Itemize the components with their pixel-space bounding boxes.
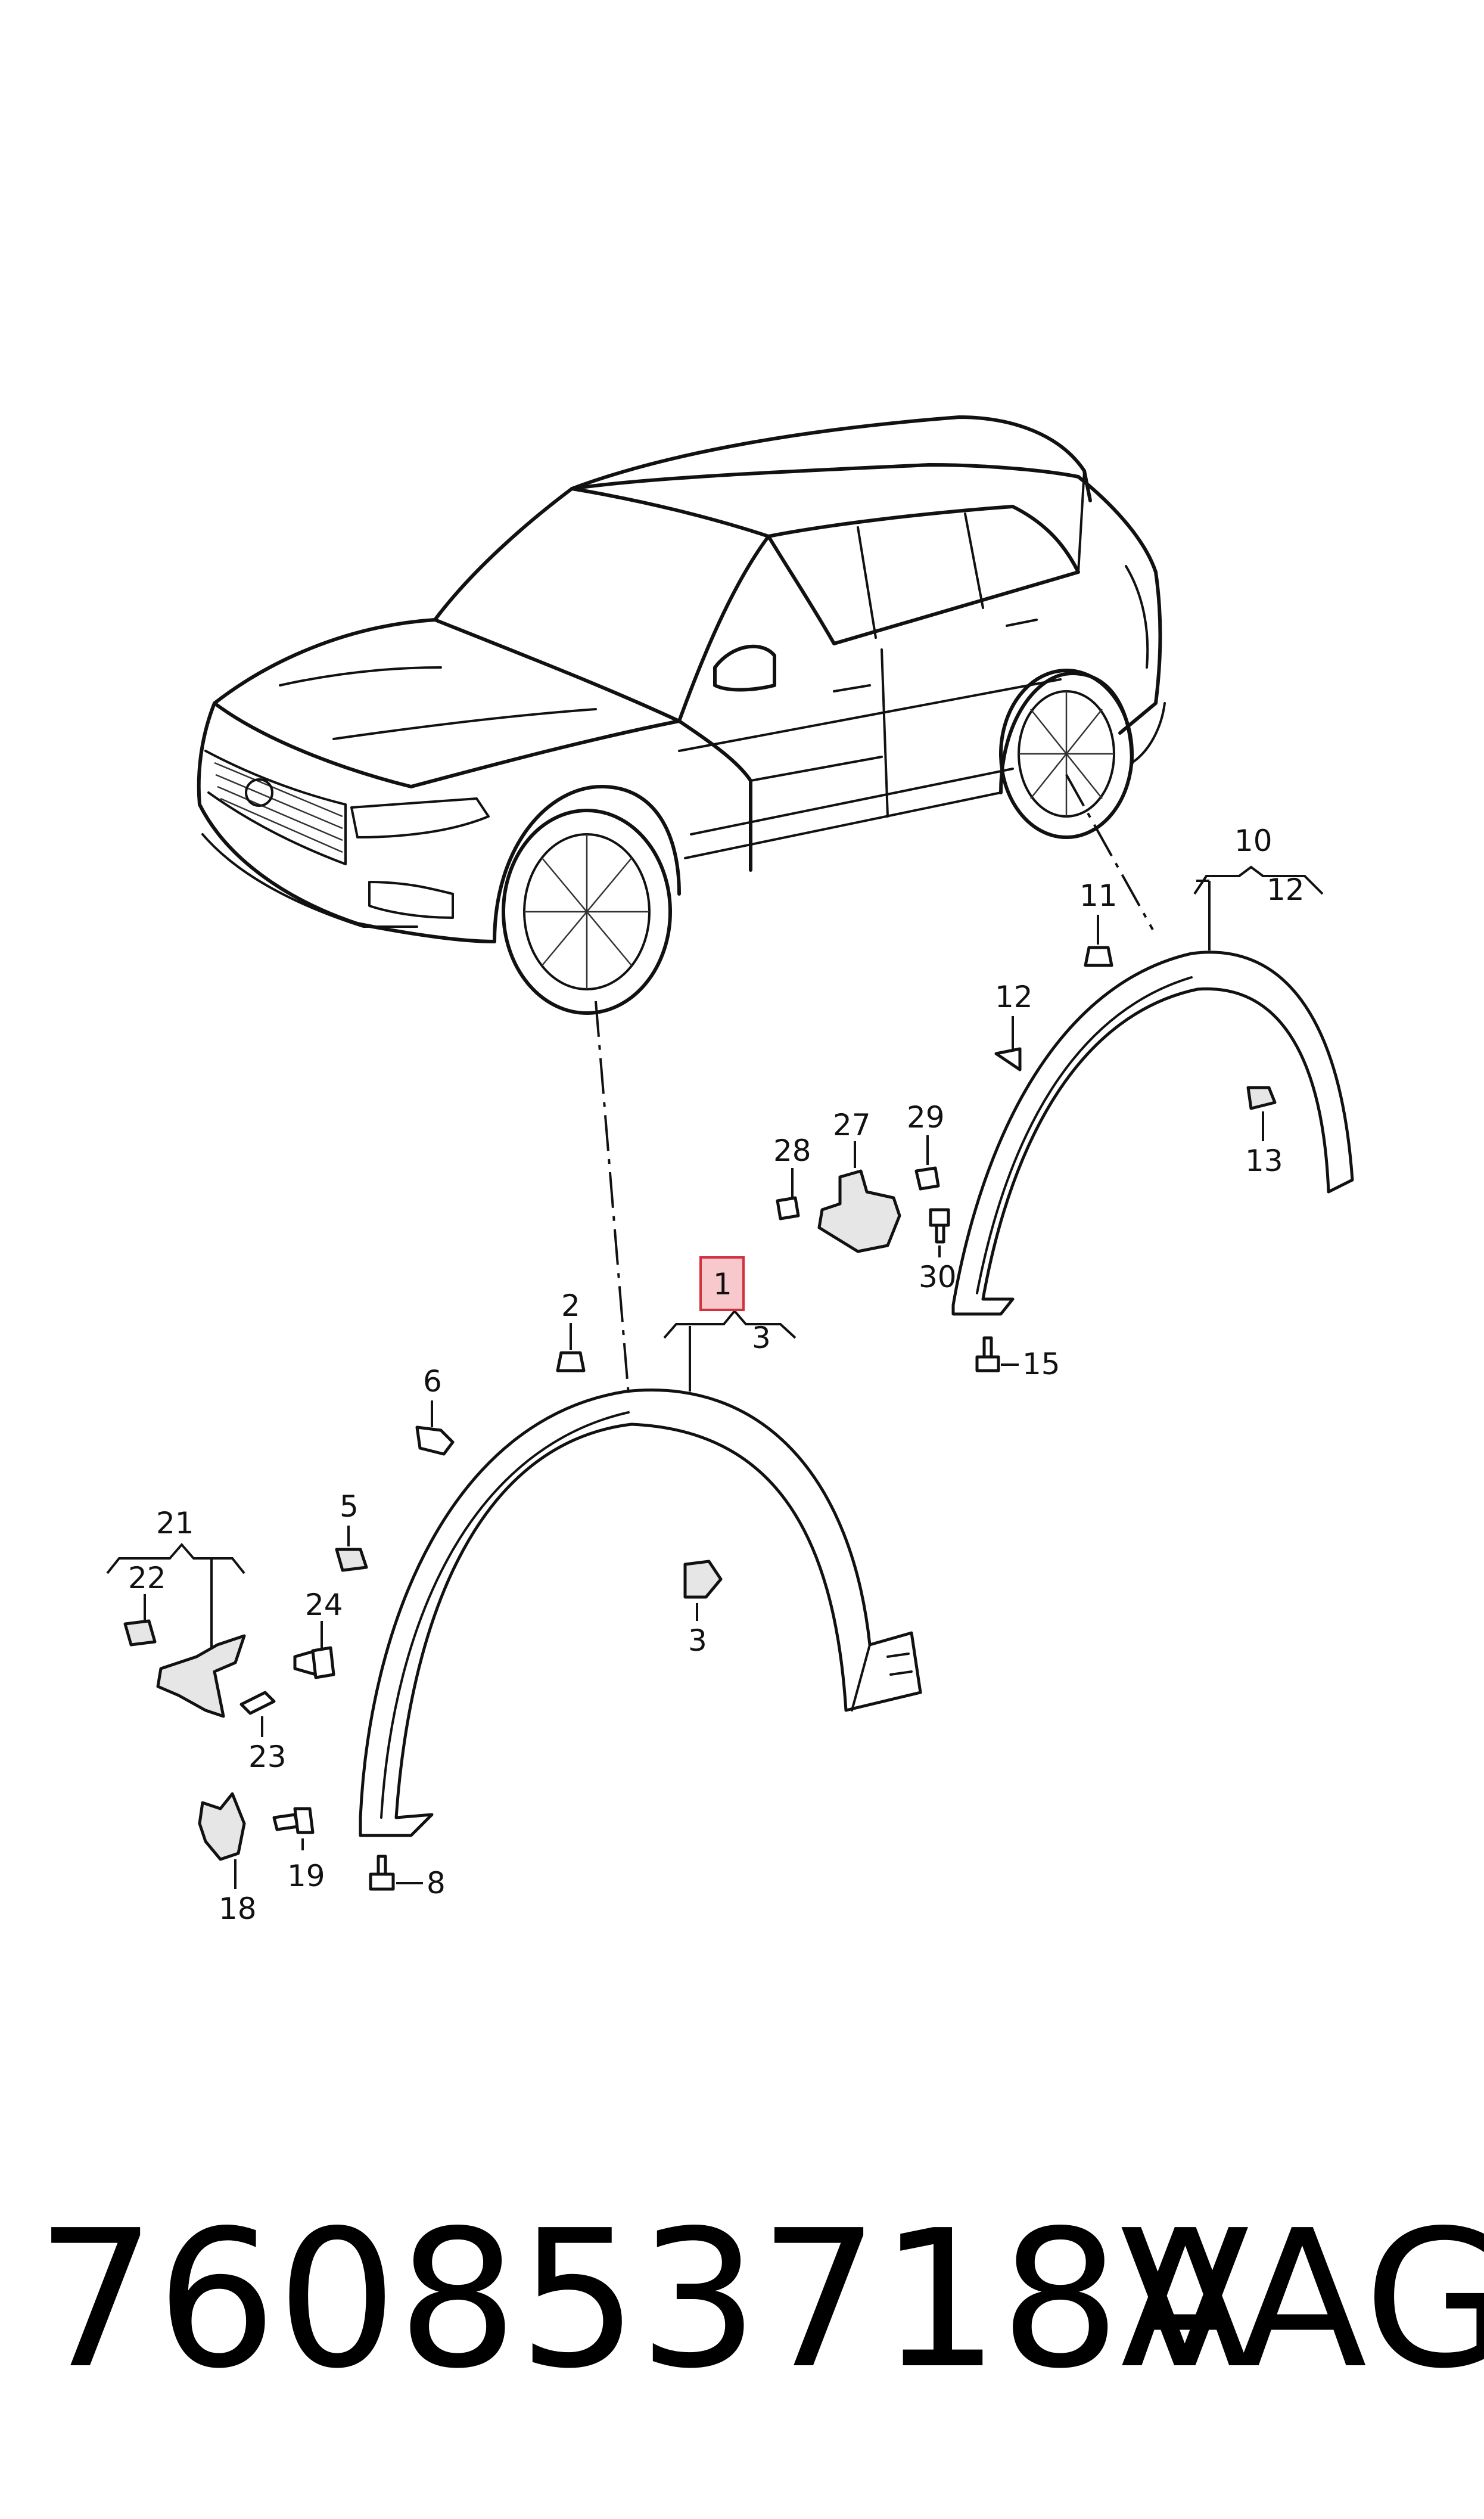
part-2-nut: 2 <box>556 1288 586 1372</box>
rear-wheel-arch-trim <box>951 880 1354 1316</box>
part-28-clip: 28 <box>773 1133 811 1220</box>
footer: 760853718A VAG <box>36 2189 1484 2443</box>
part-27-bracket: 27 <box>817 1108 901 1253</box>
part-22-clip <box>123 1594 157 1647</box>
leader-front-arch <box>595 1001 630 1395</box>
callout-1: 1 <box>713 1267 732 1302</box>
callout-19: 19 <box>287 1859 325 1893</box>
callout-1-highlight <box>699 1256 745 1311</box>
callout-12-lower: 12 <box>995 980 1033 1014</box>
part-18-bracket: 18 <box>198 1792 257 1926</box>
callout-11: 11 <box>1079 878 1118 913</box>
part-24-screw: 24 <box>293 1588 343 1679</box>
part-6-screw: 6 <box>415 1364 455 1456</box>
part-5-clip: 5 <box>335 1489 368 1572</box>
callout-10: 10 <box>1234 824 1273 858</box>
callout-8: 8 <box>427 1866 446 1900</box>
brand-name: VAG <box>1120 2189 1484 2410</box>
callout-6: 6 <box>423 1364 442 1399</box>
part-12-clip: 12 <box>994 980 1033 1071</box>
front-wheel-arch-trim <box>359 1389 922 1837</box>
part-11-nut: 11 <box>1079 878 1118 967</box>
callout-15: 15 <box>1022 1347 1060 1381</box>
callout-18: 18 <box>219 1891 257 1926</box>
part-13-bracket: 13 <box>1245 1086 1283 1178</box>
leader-rear-arch <box>1065 774 1154 930</box>
callout-5: 5 <box>340 1489 359 1524</box>
part-30-screw: 30 <box>919 1208 957 1294</box>
callout-22: 22 <box>128 1561 166 1595</box>
callout-3-upper: 3 <box>752 1321 771 1355</box>
part-23-pin: 23 <box>239 1691 287 1774</box>
callout-21: 21 <box>156 1506 194 1540</box>
front-group-bracket: 1 3 <box>663 1256 797 1391</box>
callout-12-upper: 12 <box>1267 872 1305 907</box>
rear-group-bracket: 10 12 <box>1193 824 1324 907</box>
callout-2: 2 <box>561 1288 580 1323</box>
part-8-screw: 8 <box>369 1855 446 1900</box>
callout-24: 24 <box>305 1588 343 1622</box>
part-21-bracket <box>156 1634 246 1718</box>
callout-30: 30 <box>919 1260 957 1294</box>
callout-27: 27 <box>833 1108 871 1142</box>
part-3-clip: 3 <box>683 1560 723 1658</box>
part-29-nut: 29 <box>907 1100 945 1191</box>
callout-29: 29 <box>907 1100 945 1135</box>
part-number: 760853718A <box>36 2189 1250 2410</box>
callout-28: 28 <box>773 1133 811 1168</box>
part-19-screw: 19 <box>272 1807 325 1893</box>
vehicle-illustration <box>197 415 1166 1015</box>
callout-3-lower: 3 <box>688 1623 707 1658</box>
part-15-screw: 15 <box>975 1336 1060 1381</box>
callout-23: 23 <box>248 1740 287 1774</box>
callout-13: 13 <box>1245 1144 1283 1178</box>
